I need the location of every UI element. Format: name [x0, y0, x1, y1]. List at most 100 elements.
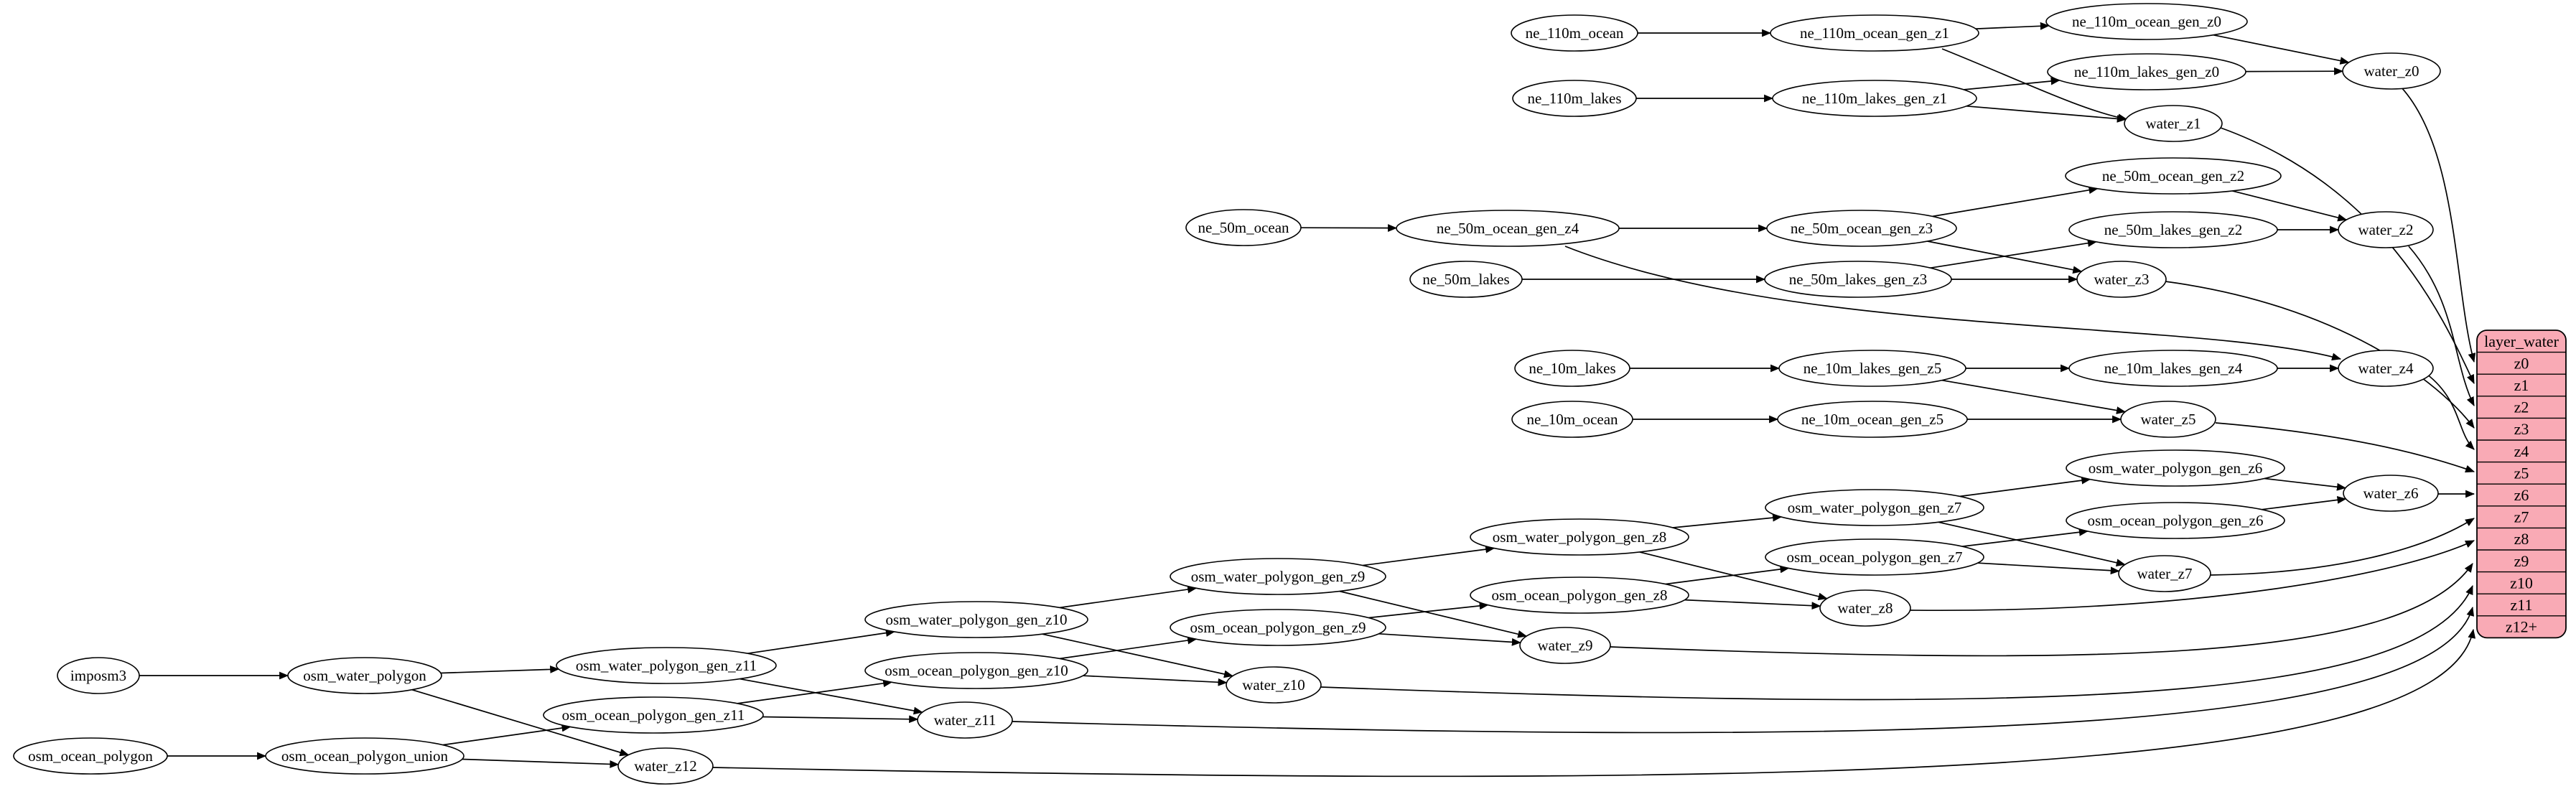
edge-osm_water_polygon_gen_z6-to-water_z6: [2264, 477, 2346, 491]
node-label-osm_ocean_polygon_gen_z6: osm_ocean_polygon_gen_z6: [2088, 512, 2264, 529]
table-row-z10: z10: [2510, 574, 2533, 592]
node-label-water_z5: water_z5: [2141, 411, 2196, 428]
edge-ne_50m_ocean_gen_z2-to-water_z2: [2232, 190, 2348, 222]
node-label-ne_50m_ocean_gen_z2: ne_50m_ocean_gen_z2: [2102, 167, 2244, 185]
edge-osm_water_polygon_gen_z8-to-osm_water_polygon_gen_z7: [1672, 513, 1783, 528]
node-ne_50m_lakes: ne_50m_lakes: [1409, 261, 1523, 298]
node-label-ne_10m_lakes_gen_z5: ne_10m_lakes_gen_z5: [1803, 360, 1941, 377]
node-ne_50m_lakes_gen_z3: ne_50m_lakes_gen_z3: [1764, 261, 1952, 298]
node-water_z0: water_z0: [2342, 52, 2441, 90]
edge-water_z8-to-layer_water-z8: [1910, 540, 2475, 612]
node-label-water_z6: water_z6: [2363, 485, 2419, 502]
node-water_z12: water_z12: [617, 747, 714, 785]
edge-osm_ocean_polygon_union-to-osm_ocean_polygon_gen_z11: [442, 724, 571, 746]
node-label-osm_water_polygon_gen_z9: osm_water_polygon_gen_z9: [1191, 568, 1366, 585]
edge-ne_50m_ocean_gen_z3-to-ne_50m_ocean_gen_z2: [1932, 186, 2099, 218]
table-title: layer_water: [2484, 332, 2559, 350]
node-water_z6: water_z6: [2343, 475, 2439, 512]
node-ne_50m_ocean: ne_50m_ocean: [1185, 209, 1302, 246]
node-ne_50m_ocean_gen_z4: ne_50m_ocean_gen_z4: [1396, 210, 1620, 247]
node-label-osm_water_polygon_gen_z8: osm_water_polygon_gen_z8: [1493, 528, 1667, 546]
edge-ne_50m_lakes_gen_z3-to-ne_50m_lakes_gen_z2: [1930, 239, 2097, 269]
node-ne_110m_lakes: ne_110m_lakes: [1512, 80, 1637, 117]
node-label-ne_50m_ocean_gen_z4: ne_50m_ocean_gen_z4: [1437, 220, 1579, 237]
table-row-z3: z3: [2514, 420, 2529, 438]
table-row-z6: z6: [2514, 486, 2529, 504]
node-water_z2: water_z2: [2338, 211, 2434, 248]
table-row-z12+: z12+: [2506, 618, 2537, 636]
node-osm_ocean_polygon_union: osm_ocean_polygon_union: [265, 737, 465, 775]
node-label-osm_ocean_polygon_gen_z7: osm_ocean_polygon_gen_z7: [1787, 548, 1963, 566]
table-row-z11: z11: [2511, 596, 2533, 614]
node-label-ne_110m_lakes: ne_110m_lakes: [1527, 90, 1621, 107]
node-label-water_z2: water_z2: [2358, 221, 2414, 238]
table-row-z9: z9: [2514, 552, 2529, 570]
node-imposm3: imposm3: [57, 657, 140, 694]
edge-osm_ocean_polygon_gen_z6-to-water_z6: [2262, 496, 2347, 510]
edge-layer: [139, 22, 2476, 778]
edge-osm_water_polygon_gen_z7-to-osm_water_polygon_gen_z6: [1959, 476, 2091, 498]
node-ne_10m_lakes: ne_10m_lakes: [1514, 350, 1630, 387]
node-osm_water_polygon_gen_z6: osm_water_polygon_gen_z6: [2066, 449, 2285, 487]
node-label-ne_10m_ocean: ne_10m_ocean: [1526, 411, 1618, 428]
node-water_z5: water_z5: [2120, 401, 2216, 438]
edge-ne_110m_lakes_gen_z1-to-ne_110m_lakes_gen_z0: [1964, 77, 2061, 90]
edge-ne_110m_ocean_gen_z0-to-water_z0: [2213, 34, 2350, 65]
node-ne_10m_lakes_gen_z4: ne_10m_lakes_gen_z4: [2068, 350, 2278, 387]
node-label-ne_50m_lakes: ne_50m_lakes: [1422, 271, 1509, 288]
node-ne_50m_lakes_gen_z2: ne_50m_lakes_gen_z2: [2068, 211, 2278, 248]
node-label-water_z3: water_z3: [2094, 271, 2150, 288]
node-osm_water_polygon: osm_water_polygon: [287, 657, 442, 694]
node-label-water_z8: water_z8: [1838, 599, 1893, 617]
node-label-water_z11: water_z11: [934, 711, 997, 729]
node-label-ne_110m_ocean_gen_z1: ne_110m_ocean_gen_z1: [1800, 24, 1949, 42]
node-label-osm_ocean_polygon_gen_z10: osm_ocean_polygon_gen_z10: [885, 662, 1068, 679]
node-label-osm_ocean_polygon_gen_z8: osm_ocean_polygon_gen_z8: [1492, 587, 1668, 604]
node-osm_ocean_polygon_gen_z9: osm_ocean_polygon_gen_z9: [1170, 609, 1386, 646]
edge-osm_ocean_polygon_gen_z9-to-osm_ocean_polygon_gen_z8: [1368, 602, 1489, 619]
node-osm_ocean_polygon_gen_z8: osm_ocean_polygon_gen_z8: [1470, 576, 1689, 614]
node-label-water_z10: water_z10: [1242, 676, 1305, 694]
table-row-z7: z7: [2514, 508, 2529, 526]
layer-water-table: layer_waterz0z1z2z3z4z5z6z7z8z9z10z11z12…: [2476, 330, 2567, 639]
node-label-ne_110m_ocean_gen_z0: ne_110m_ocean_gen_z0: [2072, 13, 2221, 30]
edge-ne_10m_lakes_gen_z5-to-water_z5: [1941, 379, 2126, 414]
edge-osm_ocean_polygon_union-to-water_z12: [462, 758, 620, 768]
edge-ne_110m_ocean_gen_z1-to-water_z1: [1941, 48, 2128, 122]
table-row-z1: z1: [2514, 376, 2529, 394]
table-row-z0: z0: [2514, 354, 2529, 372]
node-osm_ocean_polygon_gen_z10: osm_ocean_polygon_gen_z10: [864, 652, 1088, 689]
table-row-z2: z2: [2514, 398, 2529, 416]
node-ne_110m_ocean_gen_z0: ne_110m_ocean_gen_z0: [2045, 3, 2248, 40]
node-layer: imposm3 osm_water_polygon osm_ocean_polygo…: [13, 3, 2441, 785]
edge-water_z5-to-layer_water-z5: [2215, 422, 2475, 473]
edge-osm_ocean_polygon_gen_z11-to-osm_ocean_polygon_gen_z10: [737, 679, 893, 704]
node-ne_10m_lakes_gen_z5: ne_10m_lakes_gen_z5: [1778, 350, 1966, 387]
edge-ne_50m_ocean_gen_z4-to-water_z4: [1564, 246, 2342, 361]
node-label-water_z9: water_z9: [1538, 637, 1593, 654]
node-water_z11: water_z11: [917, 701, 1013, 739]
node-label-ne_50m_ocean_gen_z3: ne_50m_ocean_gen_z3: [1791, 220, 1933, 237]
edge-water_z9-to-layer_water-z9: [1610, 563, 2473, 657]
node-label-osm_ocean_polygon_union: osm_ocean_polygon_union: [281, 747, 449, 765]
node-label-ne_10m_ocean_gen_z5: ne_10m_ocean_gen_z5: [1801, 411, 1943, 428]
table-row-z8: z8: [2514, 530, 2529, 548]
node-osm_water_polygon_gen_z7: osm_water_polygon_gen_z7: [1765, 489, 1984, 526]
edge-water_z4-to-layer_water-z4: [2426, 373, 2475, 450]
node-ne_110m_ocean_gen_z1: ne_110m_ocean_gen_z1: [1770, 14, 1979, 52]
table-row-z5: z5: [2514, 464, 2529, 482]
edge-osm_water_polygon-to-water_z12: [411, 688, 630, 757]
node-label-osm_water_polygon: osm_water_polygon: [303, 667, 426, 684]
edge-osm_water_polygon_gen_z11-to-osm_water_polygon_gen_z10: [747, 629, 895, 655]
edge-osm_ocean_polygon_gen_z8-to-osm_ocean_polygon_gen_z7: [1665, 565, 1790, 585]
node-osm_ocean_polygon_gen_z11: osm_ocean_polygon_gen_z11: [543, 696, 764, 734]
node-ne_110m_lakes_gen_z1: ne_110m_lakes_gen_z1: [1772, 80, 1977, 117]
edge-ne_110m_lakes_gen_z1-to-water_z1: [1966, 105, 2127, 123]
node-ne_50m_ocean_gen_z2: ne_50m_ocean_gen_z2: [2065, 157, 2282, 195]
edge-osm_ocean_polygon_gen_z9-to-water_z9: [1378, 632, 1521, 646]
edge-osm_ocean_polygon_gen_z7-to-water_z7: [1977, 562, 2120, 575]
node-osm_water_polygon_gen_z8: osm_water_polygon_gen_z8: [1470, 518, 1689, 556]
edge-water_z0-to-layer_water-z0: [2401, 87, 2476, 363]
edge-osm_water_polygon-to-osm_water_polygon_gen_z11: [440, 665, 560, 674]
